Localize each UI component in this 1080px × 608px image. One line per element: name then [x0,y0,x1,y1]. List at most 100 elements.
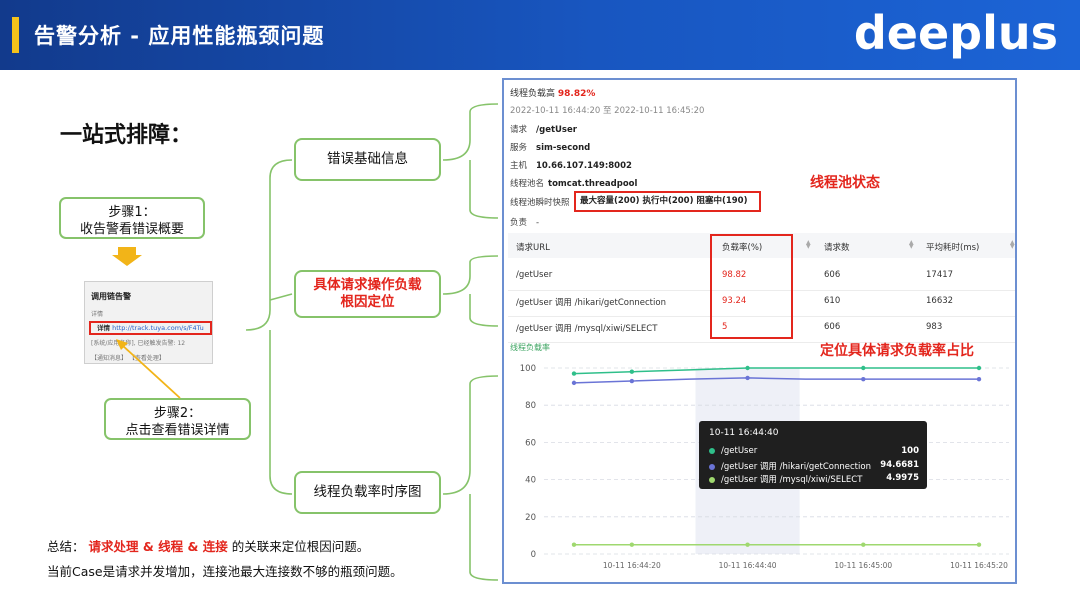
series-point [629,542,635,547]
sort-icon[interactable]: ▲▼ [909,239,914,250]
alert-detail-panel: 线程负载高 98.82% 2022-10-11 16:44:20 至 2022-… [502,78,1017,584]
alert-thumbnail: 调用链告警 详情 详情 http://track.tuya.com/s/F4Tu… [84,281,213,364]
field-value: sim-second [536,143,591,153]
field-value: /getUser [536,125,577,135]
branch-timeseries: 线程负载率时序图 [294,471,441,514]
field-owner: 负责- [510,216,539,228]
tooltip-series: /getUser [721,446,758,456]
field-label: 线程池名 [510,179,545,189]
series-point [861,376,866,382]
tooltip-series: /getUser 调用 /mysql/xiwi/SELECT [721,475,863,485]
field-request: 请求/getUser [510,123,577,135]
tooltip-series: /getUser 调用 /hikari/getConnection [721,462,871,472]
step1-title: 步骤1： [108,205,156,220]
table-cell: 16632 [926,296,954,306]
table-header-row [508,233,1015,258]
row-divider [508,316,1015,317]
series-point [976,365,982,371]
table-cell: 17417 [926,270,954,280]
series-point [976,542,982,547]
sort-icon[interactable]: ▲▼ [806,239,811,250]
series-point [629,378,635,384]
field-label: 请求 [510,125,528,135]
series-point [571,380,577,386]
field-service: 服务 sim-second [510,141,590,153]
summary-line2: 当前Case是请求并发增加，连接池最大连接数不够的瓶颈问题。 [47,564,403,579]
step1-box: 步骤1： 收告警看错误概要 [59,197,205,239]
row-divider [508,290,1015,291]
summary-suffix: 的关联来定位根因问题。 [231,539,370,554]
branch-label: 线程负载率时序图 [313,484,422,500]
tooltip-row: /getUser 调用 /mysql/xiwi/SELECT 4.9975 [709,473,919,485]
series-line [573,367,979,375]
table-cell: 606 [824,322,841,332]
series-point [745,375,750,381]
summary-highlight: 请求处理 & 线程 & 连接 [88,539,228,554]
threadpool-snapshot: 最大容量(200) 执行中(200) 阻塞中(190) [574,191,761,212]
thumb-link-label: 详情 [97,324,110,332]
header-accent [12,17,19,53]
snapshot-label: 线程池瞬时快照 [510,198,570,208]
thumb-link-url[interactable]: http://track.tuya.com/s/F4Tu [112,324,204,332]
x-tick-label: 10-11 16:44:20 [603,561,661,570]
field-value: - [536,218,540,228]
branch-root-cause: 具体请求操作负载 根因定位 [294,270,441,318]
panel-title-pct: 98.82% [557,89,596,99]
step2-desc: 点击查看错误详情 [125,423,230,438]
branch-label: 具体请求操作负载 [313,277,422,293]
field-label: 服务 [510,143,528,153]
field-value: tomcat.threadpool [548,179,638,189]
col-header-url[interactable]: 请求URL [516,243,550,253]
row-divider [508,342,1015,343]
headline: 一站式排障： [60,123,193,148]
col-header-count[interactable]: 请求数 [824,243,850,253]
series-line [573,377,979,384]
thumb-row: [系统/应用名称], 已经触发告警: 12 [91,340,186,347]
deeplus-logo: deeplus [853,6,1058,60]
table-cell: 98.82 [722,270,747,280]
summary-prefix: 总结： [47,539,85,554]
series-point [861,542,866,547]
annotation-threadpool-state: 线程池状态 [810,175,880,191]
series-point [571,371,577,376]
field-label: 主机 [510,161,528,171]
table-cell: 93.24 [722,296,747,306]
table-cell: /getUser 调用 /mysql/xiwi/SELECT [516,324,658,334]
step2-box: 步骤2： 点击查看错误详情 [104,398,251,440]
y-tick-label: 0 [531,550,536,560]
tooltip-value: 100 [901,446,919,456]
series-point [571,542,577,547]
tooltip-row: /getUser 100 [709,446,919,456]
series-dot-icon [709,447,715,454]
y-tick-label: 40 [525,476,536,486]
series-point [629,369,635,374]
branch-label: 根因定位 [340,294,395,310]
branch-basic-info: 错误基础信息 [294,138,441,181]
series-point [861,365,866,371]
slide-title: 告警分析 - 应用性能瓶颈问题 [34,24,325,48]
series-dot-icon [709,476,715,483]
step2-title: 步骤2： [153,406,202,421]
thumb-title: 调用链告警 [91,292,131,301]
tooltip-row: /getUser 调用 /hikari/getConnection 94.668… [709,460,919,472]
y-tick-label: 60 [525,438,536,448]
table-cell: /getUser [516,270,553,280]
summary-line1: 总结： 请求处理 & 线程 & 连接 的关联来定位根因问题。 [47,536,369,555]
x-tick-label: 10-11 16:45:20 [950,561,1008,570]
col-header-latency[interactable]: 平均耗时(ms) [926,243,980,253]
thumb-row: 详情 [91,311,104,318]
x-tick-label: 10-11 16:44:40 [719,561,777,570]
col-header-load[interactable]: 负载率(%) [722,243,763,253]
chart-title: 线程负载率 [510,343,550,352]
series-point [976,376,982,382]
table-cell: /getUser 调用 /hikari/getConnection [516,298,666,308]
branch-label: 错误基础信息 [327,151,408,167]
field-value: 10.66.107.149:8002 [536,161,632,171]
sort-icon[interactable]: ▲▼ [1010,239,1015,250]
table-cell: 606 [824,270,841,280]
table-cell: 610 [824,296,841,306]
thumb-detail-link[interactable]: 详情 http://track.tuya.com/s/F4Tu [89,321,212,335]
step1-desc: 收告警看错误概要 [79,222,184,237]
